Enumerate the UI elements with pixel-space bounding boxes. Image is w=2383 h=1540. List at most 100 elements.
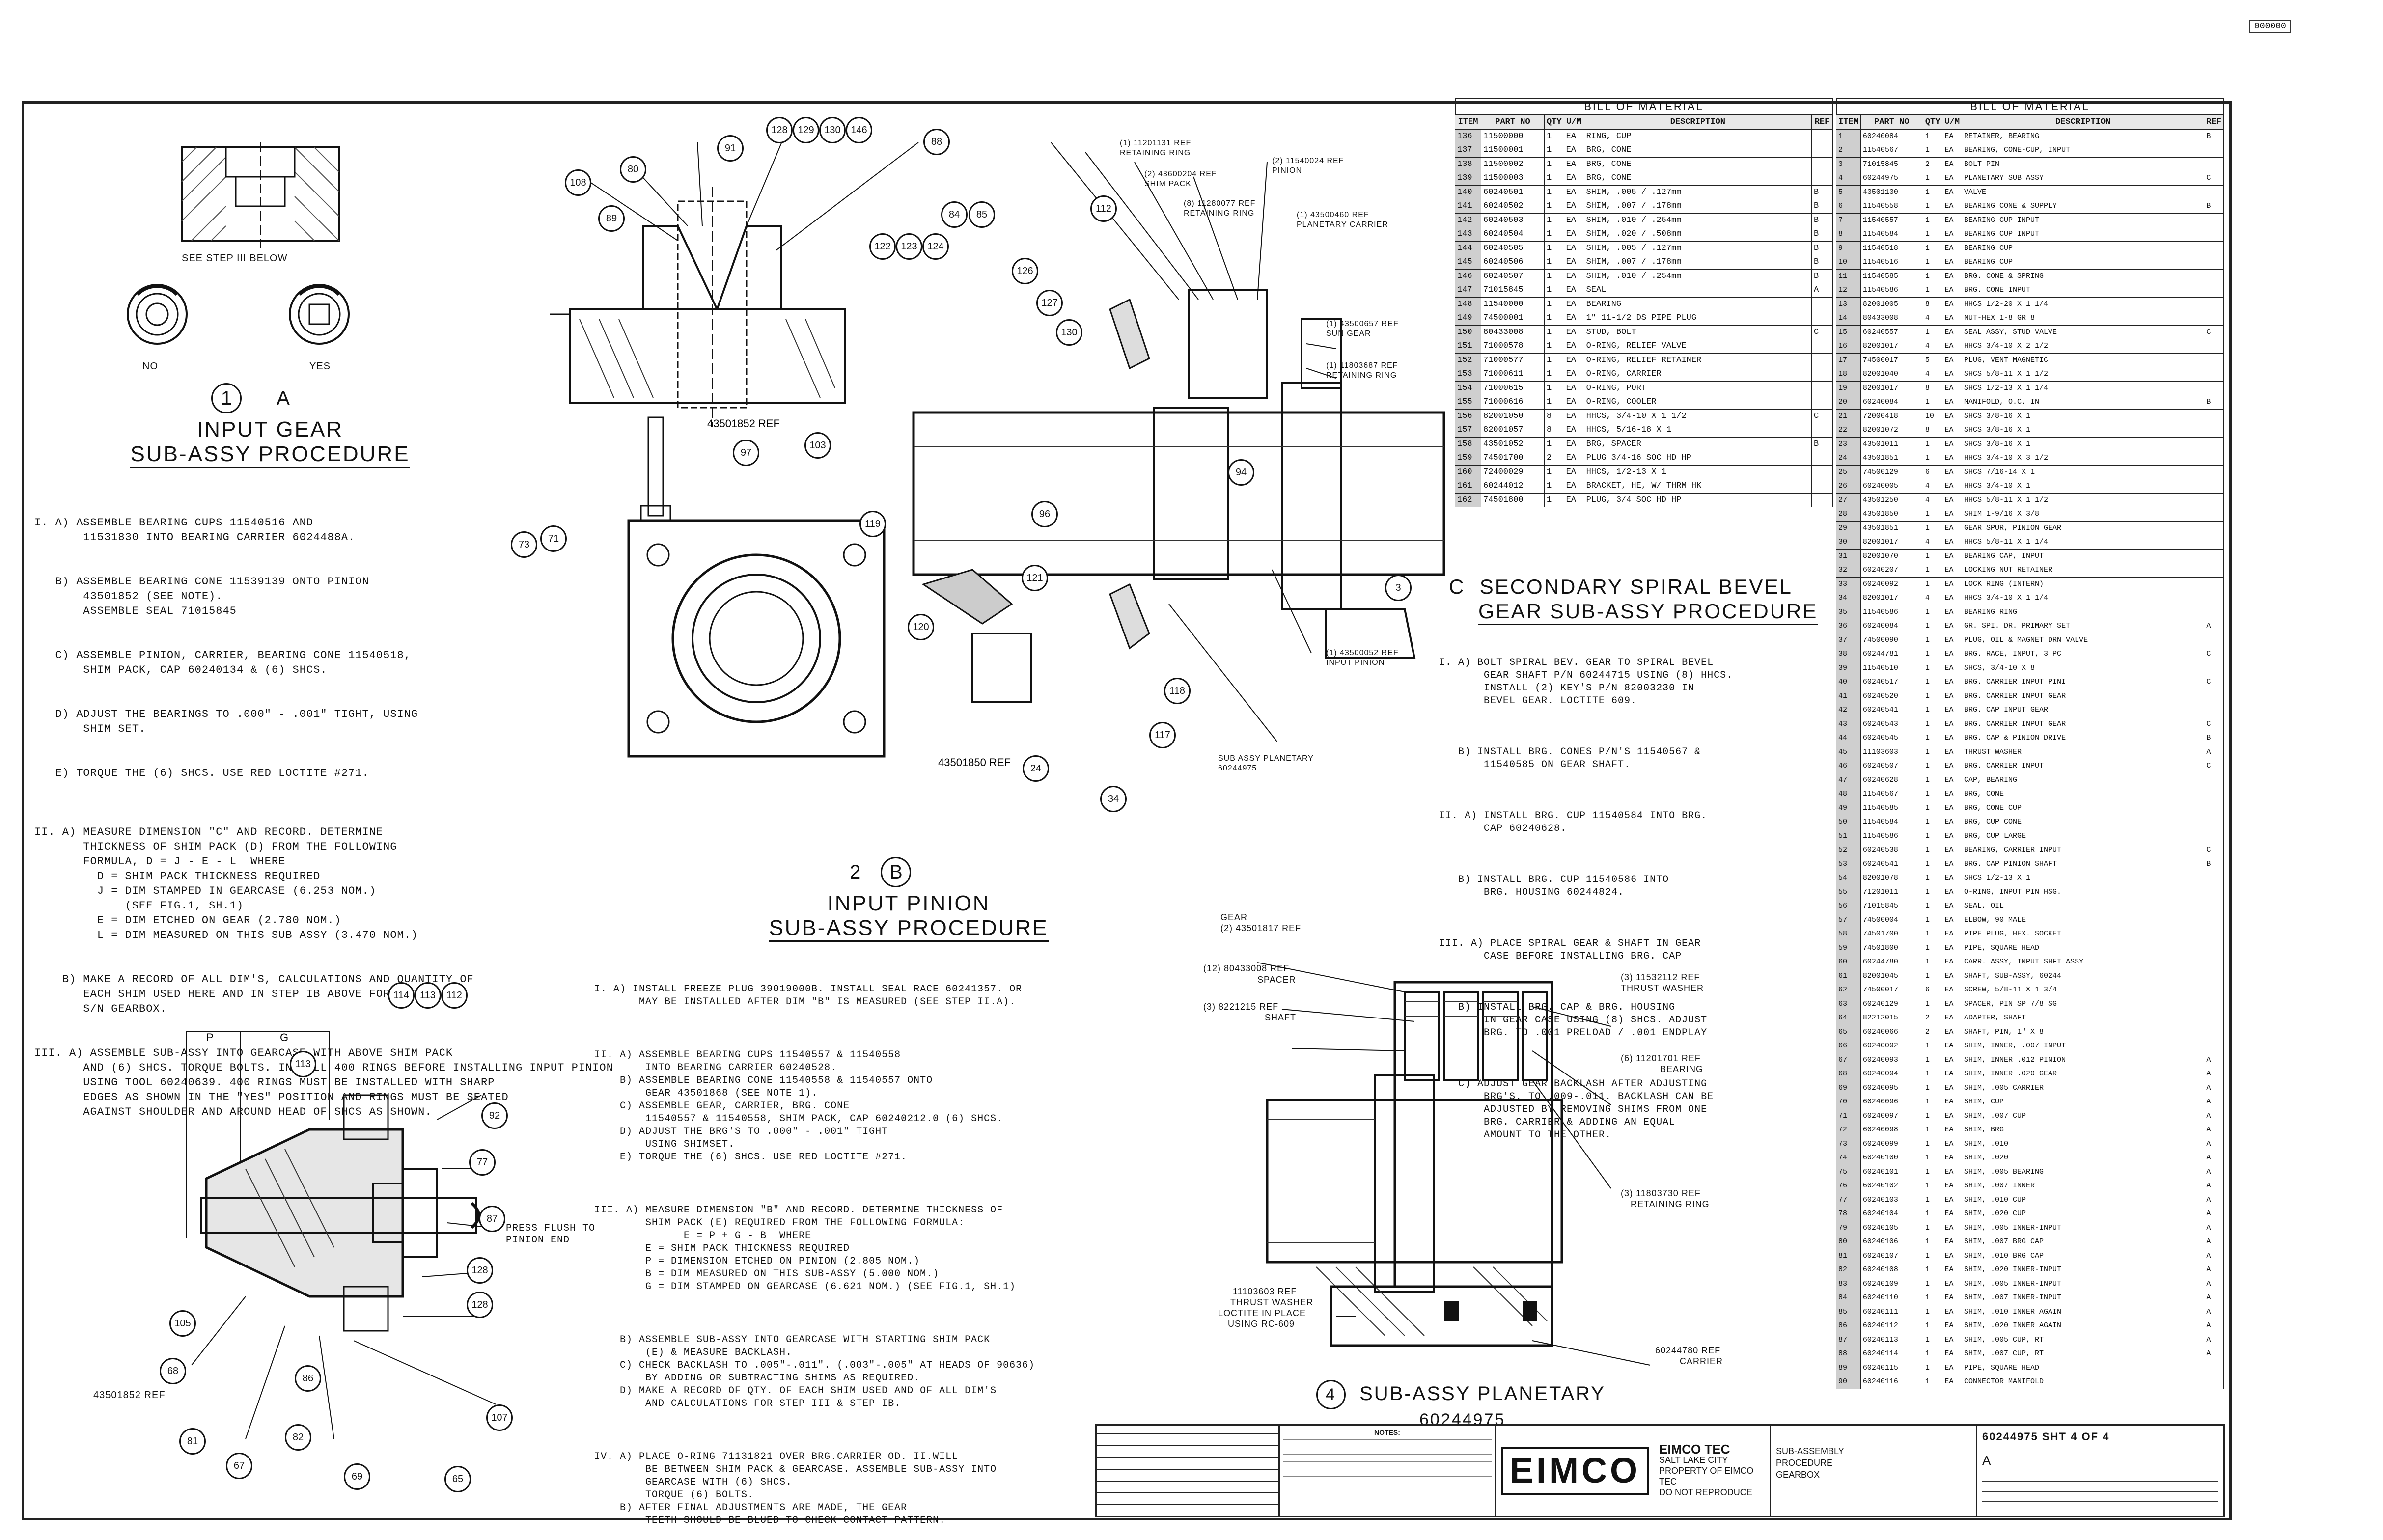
bom-description: SHAFT, SUB-ASSY, 60244	[1962, 968, 2205, 983]
bom-unit: EA	[1942, 800, 1963, 815]
bom-description: SHCS 1/2-13 X 1 1/4	[1962, 381, 2205, 395]
bom-ref	[1811, 493, 1833, 507]
bom-item-number: 46	[1836, 759, 1861, 773]
bom-description: CAP, BEARING	[1962, 772, 2205, 787]
bom-part-number: 72000418	[1860, 409, 1923, 423]
bom-item-number: 15	[1836, 325, 1861, 339]
bom-unit: EA	[1942, 493, 1963, 507]
bom-item-number: 72	[1836, 1123, 1861, 1137]
bom-unit: EA	[1563, 437, 1584, 451]
bom-description: SHAFT, PIN, 1" X 8	[1962, 1024, 2205, 1039]
bom-ref: A	[2204, 1123, 2224, 1137]
bom-qty: 2	[1922, 157, 1943, 171]
bom-item-number: 76	[1836, 1179, 1861, 1193]
bom-qty: 1	[1544, 227, 1564, 242]
bom-unit: EA	[1942, 1291, 1963, 1305]
bom-ref: B	[1811, 185, 1833, 199]
item-bubble: 81	[179, 1428, 206, 1455]
bom-description: HHCS 5/8-11 X 1 1/2	[1962, 493, 2205, 507]
bom-ref	[2204, 1360, 2224, 1375]
item-bubble: 80	[620, 156, 646, 183]
bom-ref: A	[2204, 1347, 2224, 1361]
bom-qty: 1	[1922, 1164, 1943, 1179]
bom-description: SHIM, .007 / .178mm	[1583, 255, 1812, 270]
bom-unit: EA	[1563, 297, 1584, 311]
bom-item-number: 49	[1836, 800, 1861, 815]
bom-part-number: 60244780	[1860, 955, 1923, 969]
bom-part-number: 60244781	[1860, 647, 1923, 661]
bom-qty: 1	[1922, 1332, 1943, 1347]
bom-header-row: ITEM PART NO QTY U/M DESCRIPTION REF	[1836, 115, 2224, 130]
rev-label: A	[1982, 1453, 1991, 1468]
bom-part-number: 11540510	[1860, 660, 1923, 675]
col-header: U/M	[1942, 115, 1963, 130]
bom-ref	[2204, 927, 2224, 941]
drawing-number-panel: 60244975 SHT 4 OF 4 A	[1977, 1426, 2223, 1516]
bom-ref	[2204, 381, 2224, 395]
bom-description: CONNECTOR MANIFOLD	[1962, 1375, 2205, 1389]
bom-description: HHCS 3/4-10 X 1 1/4	[1962, 591, 2205, 605]
bom-part-number: 74500090	[1860, 632, 1923, 647]
bom-ref	[2204, 899, 2224, 913]
bom-description: SHCS 3/8-16 X 1	[1962, 423, 2205, 438]
bom-qty: 1	[1922, 451, 1943, 466]
callout-text: (1) 43500052 REF	[1326, 649, 1399, 657]
bom-unit: EA	[1563, 353, 1584, 367]
bom-qty: 1	[1922, 605, 1943, 619]
section-c-title: C SECONDARY SPIRAL BEVEL GEAR SUB-ASSY P…	[1449, 575, 1818, 625]
bom-description: BEARING, CARRIER INPUT	[1962, 843, 2205, 857]
bom-ref	[1811, 297, 1833, 311]
bom-unit: EA	[1563, 423, 1584, 438]
bom-item-number: 78	[1836, 1207, 1861, 1221]
bom-description: BRG. CONE INPUT	[1962, 283, 2205, 298]
yes-label: YES	[309, 361, 331, 372]
bom-qty: 1	[1922, 772, 1943, 787]
bom-unit: EA	[1563, 325, 1584, 339]
item-bubble: 146	[846, 117, 872, 143]
bom-qty: 1	[1922, 856, 1943, 871]
bom-part-number: 11540586	[1860, 283, 1923, 298]
bom-description: O-RING, INPUT PIN HSG.	[1962, 884, 2205, 899]
bom-part-number: 60240096	[1860, 1095, 1923, 1109]
bom-part-number: 60240110	[1860, 1291, 1923, 1305]
bom-part-number: 11540585	[1860, 269, 1923, 283]
bom-unit: EA	[1942, 1263, 1963, 1277]
bom-ref	[2204, 996, 2224, 1011]
bom-unit: EA	[1942, 1039, 1963, 1053]
bom-part-number: 60240116	[1860, 1375, 1923, 1389]
bom-item-number: 90	[1836, 1375, 1861, 1389]
bom-qty: 1	[1922, 1347, 1943, 1361]
bom-ref: C	[2204, 843, 2224, 857]
col-header: PART NO	[1481, 115, 1545, 130]
bom-description: SHCS, 3/4-10 X 8	[1962, 660, 2205, 675]
bom-part-number: 60240129	[1860, 996, 1923, 1011]
bom-part-number: 60240098	[1860, 1123, 1923, 1137]
planetary-label: THRUST WASHER	[1230, 1297, 1314, 1307]
bom-item-number: 36	[1836, 619, 1861, 633]
bom-part-number: 71015845	[1860, 899, 1923, 913]
bom-unit: EA	[1942, 940, 1963, 955]
bom-item-number: 1	[1836, 129, 1861, 143]
step-item: B) ASSEMBLE BEARING CONE 11539139 ONTO P…	[55, 576, 369, 617]
drawing-title-panel: SUB-ASSEMBLY PROCEDURE GEARBOX	[1771, 1426, 1977, 1516]
bom-qty: 8	[1922, 381, 1943, 395]
bom-unit: EA	[1942, 549, 1963, 563]
item-bubble: 82	[285, 1424, 311, 1451]
secondary-steps: I. A) BOLT SPIRAL BEV. GEAR TO SPIRAL BE…	[1439, 631, 1842, 1155]
bom-qty: 1	[1544, 283, 1564, 298]
bom-ref	[2204, 591, 2224, 605]
bom-part-number: 60240507	[1481, 269, 1545, 283]
